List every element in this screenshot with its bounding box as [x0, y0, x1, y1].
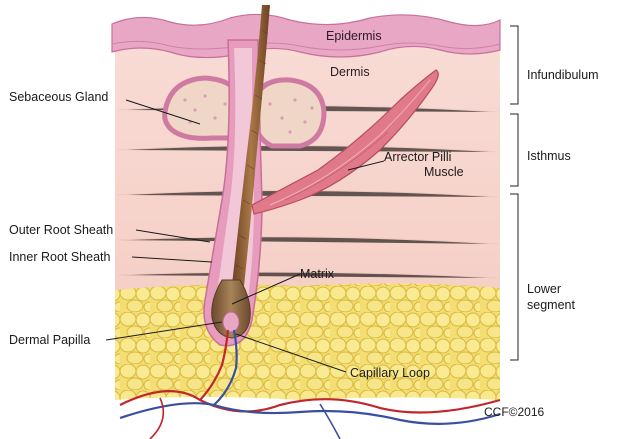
label-matrix: Matrix — [300, 267, 335, 281]
label-arrector-pilli-muscle: Muscle — [424, 165, 464, 179]
segment-brackets — [510, 26, 518, 360]
subcutaneous-fat — [115, 283, 500, 400]
tissue-block — [112, 14, 500, 400]
label-outer-root-sheath: Outer Root Sheath — [9, 223, 113, 237]
label-arrector-pilli: Arrector Pilli — [384, 150, 451, 164]
label-dermis: Dermis — [330, 65, 370, 79]
label-inner-root-sheath: Inner Root Sheath — [9, 250, 111, 264]
label-infundibulum: Infundibulum — [527, 68, 599, 82]
label-epidermis: Epidermis — [326, 29, 382, 43]
credit-text: CCF©2016 — [484, 405, 545, 419]
dermal-papilla-shape — [223, 312, 239, 332]
label-segment: segment — [527, 298, 575, 312]
hair-bulb — [212, 280, 251, 338]
label-isthmus: Isthmus — [527, 149, 571, 163]
label-dermal-papilla: Dermal Papilla — [9, 333, 90, 347]
label-sebaceous-gland: Sebaceous Gland — [9, 90, 108, 104]
label-lower: Lower — [527, 282, 561, 296]
label-capillary-loop: Capillary Loop — [350, 366, 430, 380]
